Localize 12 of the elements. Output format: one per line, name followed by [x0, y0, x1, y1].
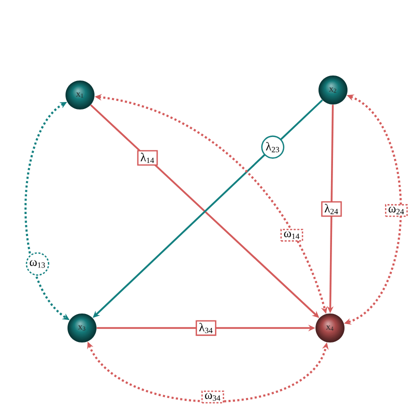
edge-label: ω$_{13}$ — [26, 252, 50, 276]
node-label: x$_{2}$ — [329, 87, 336, 93]
node-label: x$_{4}$ — [326, 325, 334, 331]
edge-label: λ$_{24}$ — [321, 201, 342, 217]
edge-label: ω$_{24}$ — [385, 204, 408, 217]
node-label: x$_{3}$ — [78, 325, 86, 331]
edge-label: ω$_{14}$ — [280, 228, 304, 242]
node-label: x$_{1}$ — [76, 92, 84, 98]
edge-label: λ$_{34}$ — [196, 320, 216, 336]
edge-label: ω$_{34}$ — [201, 390, 224, 404]
edge-label: λ$_{14}$ — [137, 150, 158, 166]
edge-label: λ$_{23}$ — [261, 136, 284, 159]
